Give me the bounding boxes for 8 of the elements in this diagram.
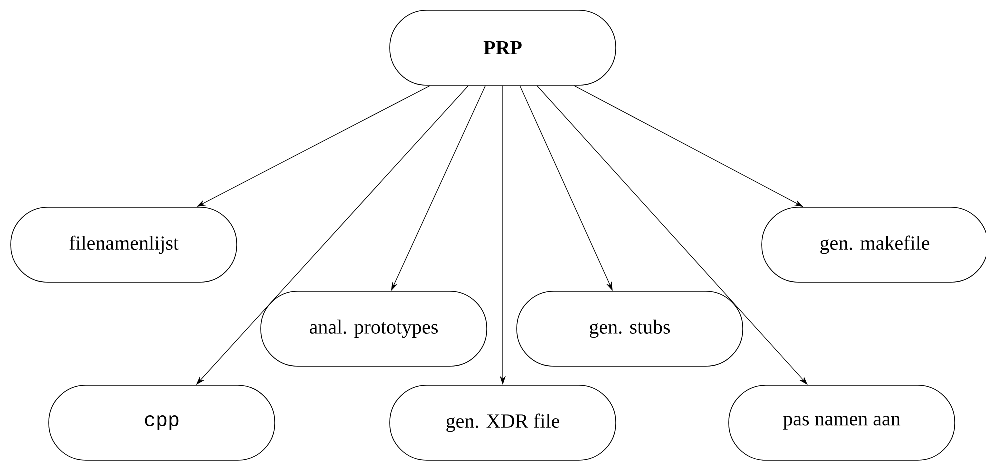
- process-box: gen. XDR file: [390, 385, 616, 461]
- process-box: gen. stubs: [516, 291, 744, 367]
- process-box: PRP: [390, 10, 616, 86]
- process-box: cpp: [48, 385, 276, 461]
- process-box: anal. prototypes: [260, 291, 488, 367]
- process-box: filenamenlijst: [10, 207, 238, 283]
- process-box: gen. makefile: [762, 207, 986, 283]
- process-box: pas namen aan: [728, 385, 956, 461]
